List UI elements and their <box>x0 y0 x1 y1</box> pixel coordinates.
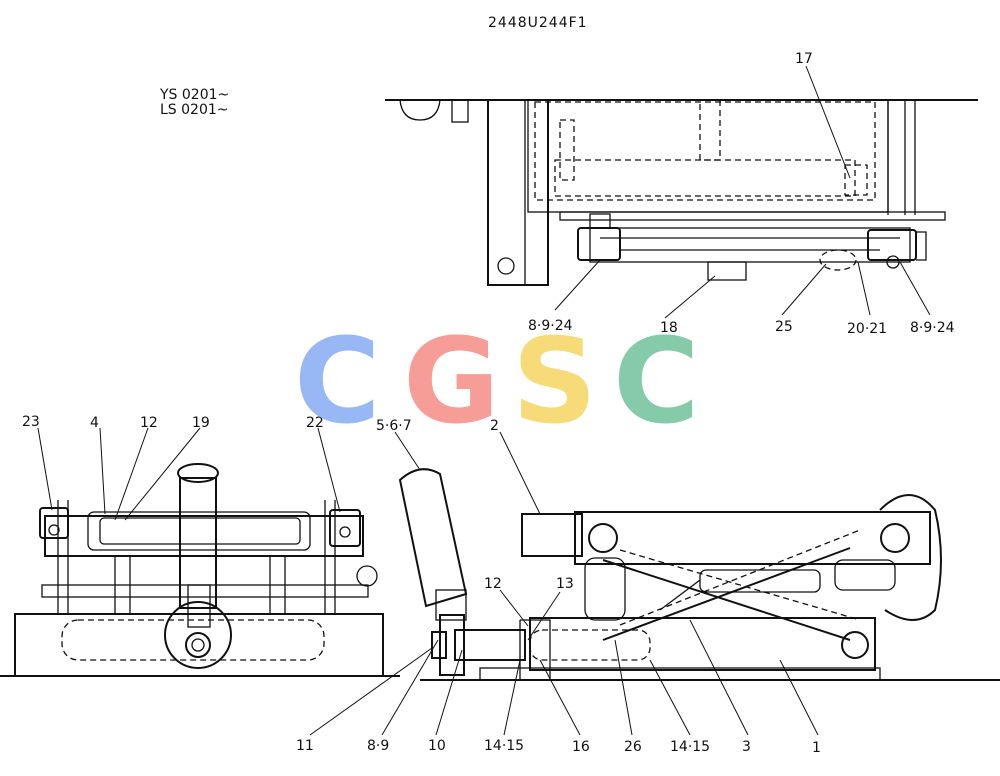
callout-25: 25 <box>775 319 793 335</box>
callout-8-9-24-right: 8·9·24 <box>910 320 955 336</box>
top-view-drawing <box>385 99 978 286</box>
callout-17: 17 <box>795 51 813 67</box>
callout-13: 13 <box>556 576 574 592</box>
side-view-drawing <box>398 468 1000 681</box>
callout-18: 18 <box>660 320 678 336</box>
top-view-leaders <box>554 65 931 319</box>
callout-2: 2 <box>490 418 499 434</box>
callout-12-left: 12 <box>140 415 158 431</box>
watermark-letter-3: S <box>512 312 597 450</box>
watermark-letter-2: G <box>403 312 500 450</box>
front-view-drawing <box>0 463 400 677</box>
serial-range-ys: YS 0201~ <box>159 87 229 103</box>
callout-3: 3 <box>742 739 751 755</box>
callout-5-6-7: 5·6·7 <box>376 418 412 434</box>
callout-26: 26 <box>624 739 642 755</box>
callout-16: 16 <box>572 739 590 755</box>
callout-4: 4 <box>90 415 99 431</box>
drawing-number: 2448U244F1 <box>488 15 588 31</box>
callout-11: 11 <box>296 738 314 754</box>
watermark-letter-4: C <box>613 312 700 450</box>
callout-22: 22 <box>306 415 324 431</box>
callout-14-15-a: 14·15 <box>484 738 524 754</box>
callout-8-9: 8·9 <box>367 738 389 754</box>
callout-23: 23 <box>22 414 40 430</box>
watermark: C G S C <box>294 312 700 450</box>
watermark-letter-1: C <box>294 312 381 450</box>
callout-8-9-24-left: 8·9·24 <box>528 318 573 334</box>
callout-10: 10 <box>428 738 446 754</box>
callout-20-21: 20·21 <box>847 321 887 337</box>
callout-12-right: 12 <box>484 576 502 592</box>
callout-14-15-b: 14·15 <box>670 739 710 755</box>
serial-range-ls: LS 0201~ <box>160 102 229 118</box>
callout-1: 1 <box>812 740 821 756</box>
bottom-view-leaders <box>37 427 819 736</box>
callout-19: 19 <box>192 415 210 431</box>
